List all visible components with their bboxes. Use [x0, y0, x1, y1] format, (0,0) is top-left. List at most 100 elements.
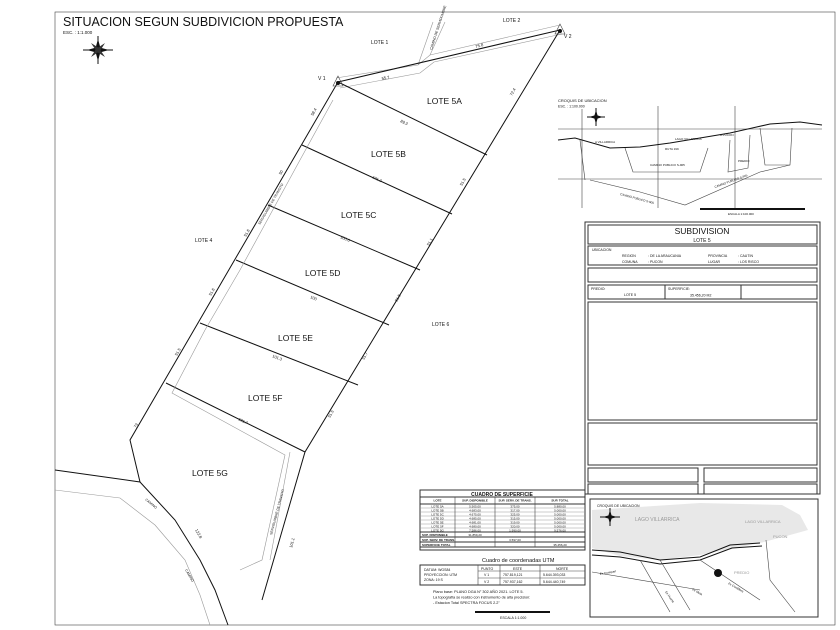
- table-cell: 325,00: [510, 512, 520, 516]
- map-label: LAGO VILLARRICA: [675, 137, 702, 141]
- dimension-label: 51.5: [327, 409, 336, 419]
- scale-bar-label: ESCALA 1:1.000: [500, 616, 526, 620]
- lot-label: LOTE 5B: [371, 149, 406, 159]
- table-cell: LOTE 5E: [431, 520, 443, 524]
- dimension-label: 122.8: [194, 528, 204, 540]
- vertex-label: V 1: [318, 76, 326, 82]
- table-cell: 5.000,00: [554, 520, 566, 524]
- vertex-label: V 2: [564, 34, 572, 40]
- title-block-heading: SUBDIVISION: [675, 226, 730, 236]
- lot-label: LOTE 5E: [278, 333, 313, 343]
- dimension-label: 100.6: [340, 234, 352, 243]
- table-title: Cuadro de coordenadas UTM: [482, 558, 555, 564]
- sketch-title: CROQUIS DE UBICACION: [558, 98, 607, 103]
- neighbor-lote-6: LOTE 6: [432, 322, 449, 328]
- map-label: PREDIO: [734, 570, 749, 575]
- table-cell: 757.819,121: [503, 573, 523, 577]
- dimension-label: 101.7: [238, 416, 250, 425]
- table-cell: 4.685,00: [469, 516, 481, 520]
- location-sketch-bottom: CROQUIS DE UBICACION LAGO VILLARRICA LAG…: [589, 498, 819, 618]
- table-cell: 5.000,00: [554, 512, 566, 516]
- title-block: SUBDIVISION LOTE 5 UBICACION REGION : DE…: [584, 221, 821, 495]
- table-cell: 1.990,00: [509, 528, 521, 532]
- table-cell: LOTE 5F: [431, 524, 443, 528]
- dimension-labels: 55.7 75.8 72.4 89.3 101.2 100.6 100 101.…: [133, 42, 518, 548]
- dimension-label: 75.8: [475, 42, 485, 49]
- table-cell: 5.505,00: [469, 504, 481, 508]
- dimension-label: 73: [133, 421, 140, 428]
- field-value: : DE LA ARAUCANIA: [648, 254, 682, 258]
- table-cell: 9.576,00: [554, 528, 566, 532]
- total-cell: 31.859,20: [468, 533, 482, 537]
- table-cell: 5.644.440,749: [543, 580, 565, 584]
- north-arrow-icon: [600, 508, 620, 526]
- field-label: COMUNA: [622, 260, 638, 264]
- total-cell: SUP. SERV. DE TRANS.: [422, 538, 455, 542]
- dimension-label: 51.5: [459, 177, 468, 187]
- north-arrow-icon: [587, 108, 605, 126]
- dimension-label: 100: [310, 294, 319, 302]
- coordinates-table: Cuadro de coordenadas UTM DATUM: WGS84 P…: [419, 558, 586, 620]
- dimension-label: 51.5: [394, 293, 403, 303]
- dimension-label: 72.4: [509, 87, 518, 97]
- table-cell: LOTE 5G: [431, 528, 444, 532]
- column-header: PUNTO: [481, 567, 493, 571]
- zone-text: ZONA: 19 S: [424, 578, 444, 582]
- dimension-label: 55.7: [381, 74, 390, 81]
- table-cell: 4.683,00: [469, 508, 481, 512]
- field-label: UBICACION: [592, 248, 612, 252]
- dimension-label: 58.4: [310, 107, 319, 117]
- table-cell: 5.880,00: [554, 504, 566, 508]
- table-cell: 5.644.393,033: [543, 573, 565, 577]
- road-label: CAMINO: [184, 569, 195, 583]
- field-label: SUPERFICIE:: [668, 287, 690, 291]
- map-label: CAMINO PUBLICO S-905: [650, 163, 685, 167]
- scale-bar-label: ESCALA 1:100.000: [728, 212, 754, 216]
- note-text: La topografia se realizo con instrumento…: [433, 596, 530, 600]
- column-header: ESTE: [513, 567, 523, 571]
- table-cell: LOTE 5C: [431, 512, 444, 516]
- dimension-label: 51.6: [243, 228, 252, 238]
- field-value: : PUCON: [648, 260, 663, 264]
- map-label: A VILLARRICA: [595, 140, 615, 144]
- map-label: Ex Meta: [692, 587, 704, 596]
- vertex-v2: V 2: [554, 23, 572, 40]
- table-cell: V 2: [484, 580, 489, 584]
- column-header: SUP. SERV. DE TRANS.: [498, 499, 531, 503]
- dimension-label: 101.3: [272, 353, 284, 362]
- map-label: LAGO VILLARRICA: [745, 519, 781, 524]
- header-row: [419, 496, 586, 505]
- field-label: PROVINCIA: [708, 254, 728, 258]
- field-value: LOTE 5: [624, 293, 636, 297]
- field-label: LUGAR: [708, 260, 721, 264]
- dimension-label: 51.7: [361, 351, 370, 361]
- table-title: CUADRO DE SUPERFICIE: [471, 492, 533, 498]
- column-header: SUP. TOTAL: [551, 499, 568, 503]
- table-cell: 4.680,00: [469, 524, 481, 528]
- table-cell: 4.681,00: [469, 520, 481, 524]
- projection-text: PROYECCION: UTM: [424, 573, 457, 577]
- table-cell: V 1: [484, 573, 489, 577]
- map-label: A PUCON: [720, 133, 734, 137]
- dimension-label: 51.1: [426, 237, 435, 247]
- table-cell: 320,00: [510, 524, 520, 528]
- table-cell: LOTE 5D: [431, 516, 444, 520]
- neighbor-lote-2: LOTE 2: [503, 18, 520, 24]
- location-sketch-top: CROQUIS DE UBICACION ESC. : 1:100.000 LA…: [554, 95, 824, 221]
- table-cell: LOTE 5A: [431, 504, 443, 508]
- note-text: - Estacion Total SPECTRA FOCUS 2.2": [433, 601, 500, 605]
- table-cell: 315,00: [510, 516, 520, 520]
- table-cell: 317,00: [510, 508, 520, 512]
- total-cell: SUP. DISPONIBLE: [422, 533, 448, 537]
- column-header: NORTE: [556, 567, 569, 571]
- table-cell: 375,00: [510, 504, 520, 508]
- table-cell: 5.000,00: [554, 508, 566, 512]
- column-header: SUP. DISPONIBLE: [462, 499, 488, 503]
- vertex-v1: V 1: [318, 75, 344, 87]
- north-arrow-icon: [83, 36, 113, 64]
- total-cell: 3.597,00: [509, 538, 521, 542]
- table-cell: 4.675,00: [469, 512, 481, 516]
- dimension-label: 101.2: [372, 174, 384, 183]
- lot-label: LOTE 5G: [192, 468, 228, 478]
